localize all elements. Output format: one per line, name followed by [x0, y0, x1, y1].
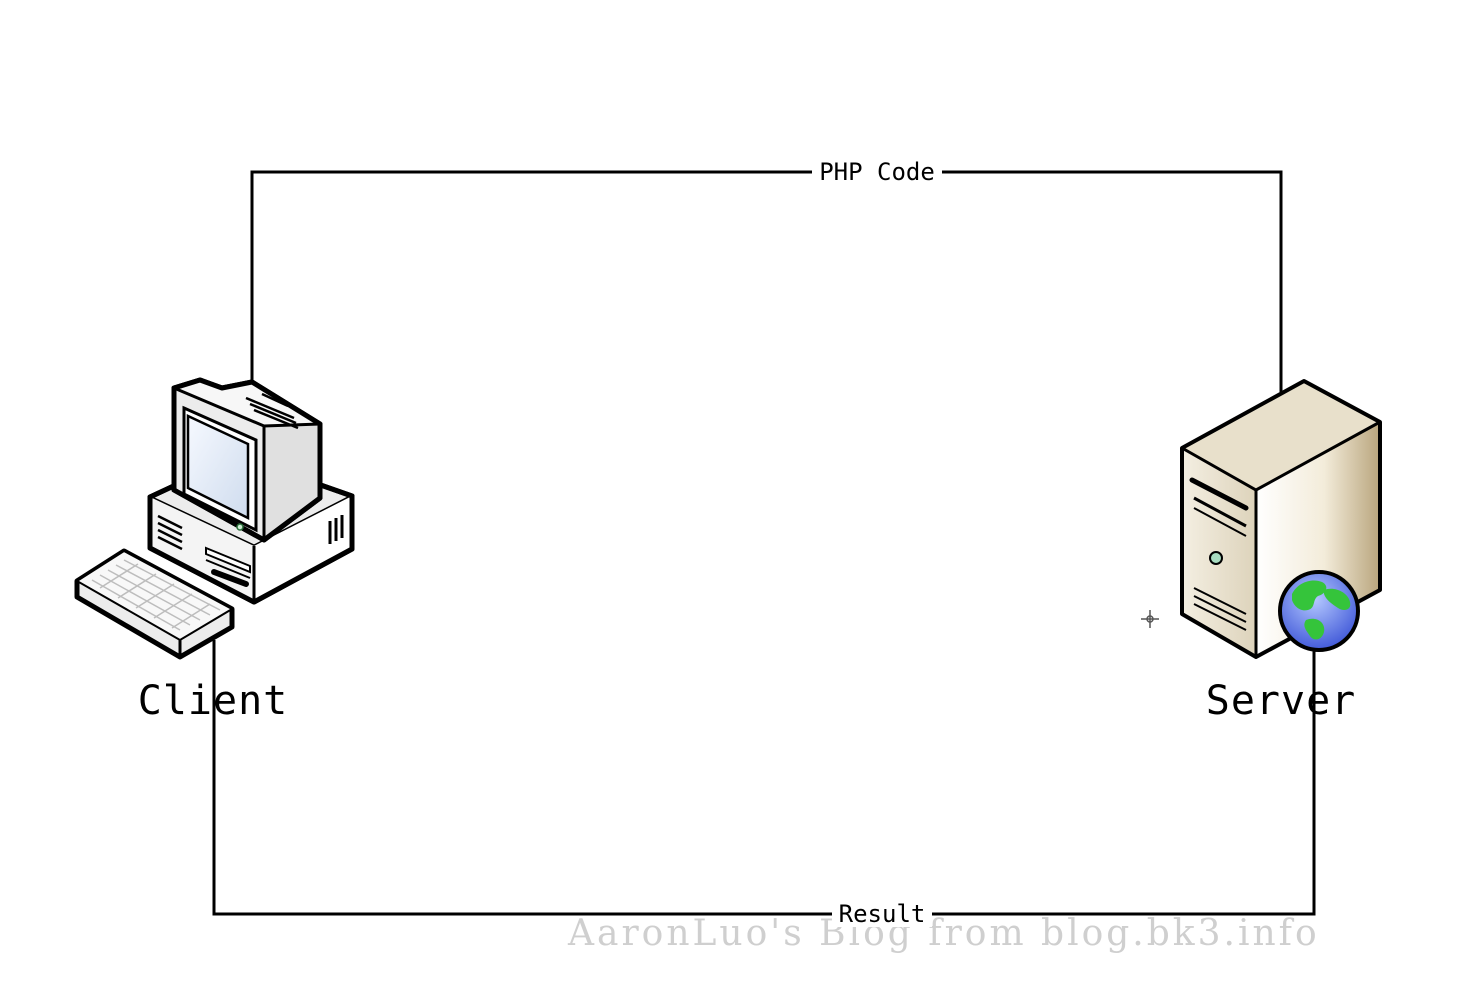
server-label: Server [1206, 678, 1357, 724]
watermark-text: AaronLuo's Blog from blog.bk3.info [567, 913, 1320, 954]
web-server-icon [1180, 379, 1382, 659]
connector-response: Result [212, 640, 1316, 928]
connector-request-label: PHP Code [819, 158, 935, 186]
client-label: Client [138, 678, 289, 724]
desktop-computer-icon [74, 377, 355, 660]
globe-icon [1278, 570, 1360, 652]
cursor-crosshair-icon [1141, 610, 1159, 628]
connector-response-label: Result [839, 900, 926, 928]
connector-request: PHP Code [250, 158, 1283, 392]
